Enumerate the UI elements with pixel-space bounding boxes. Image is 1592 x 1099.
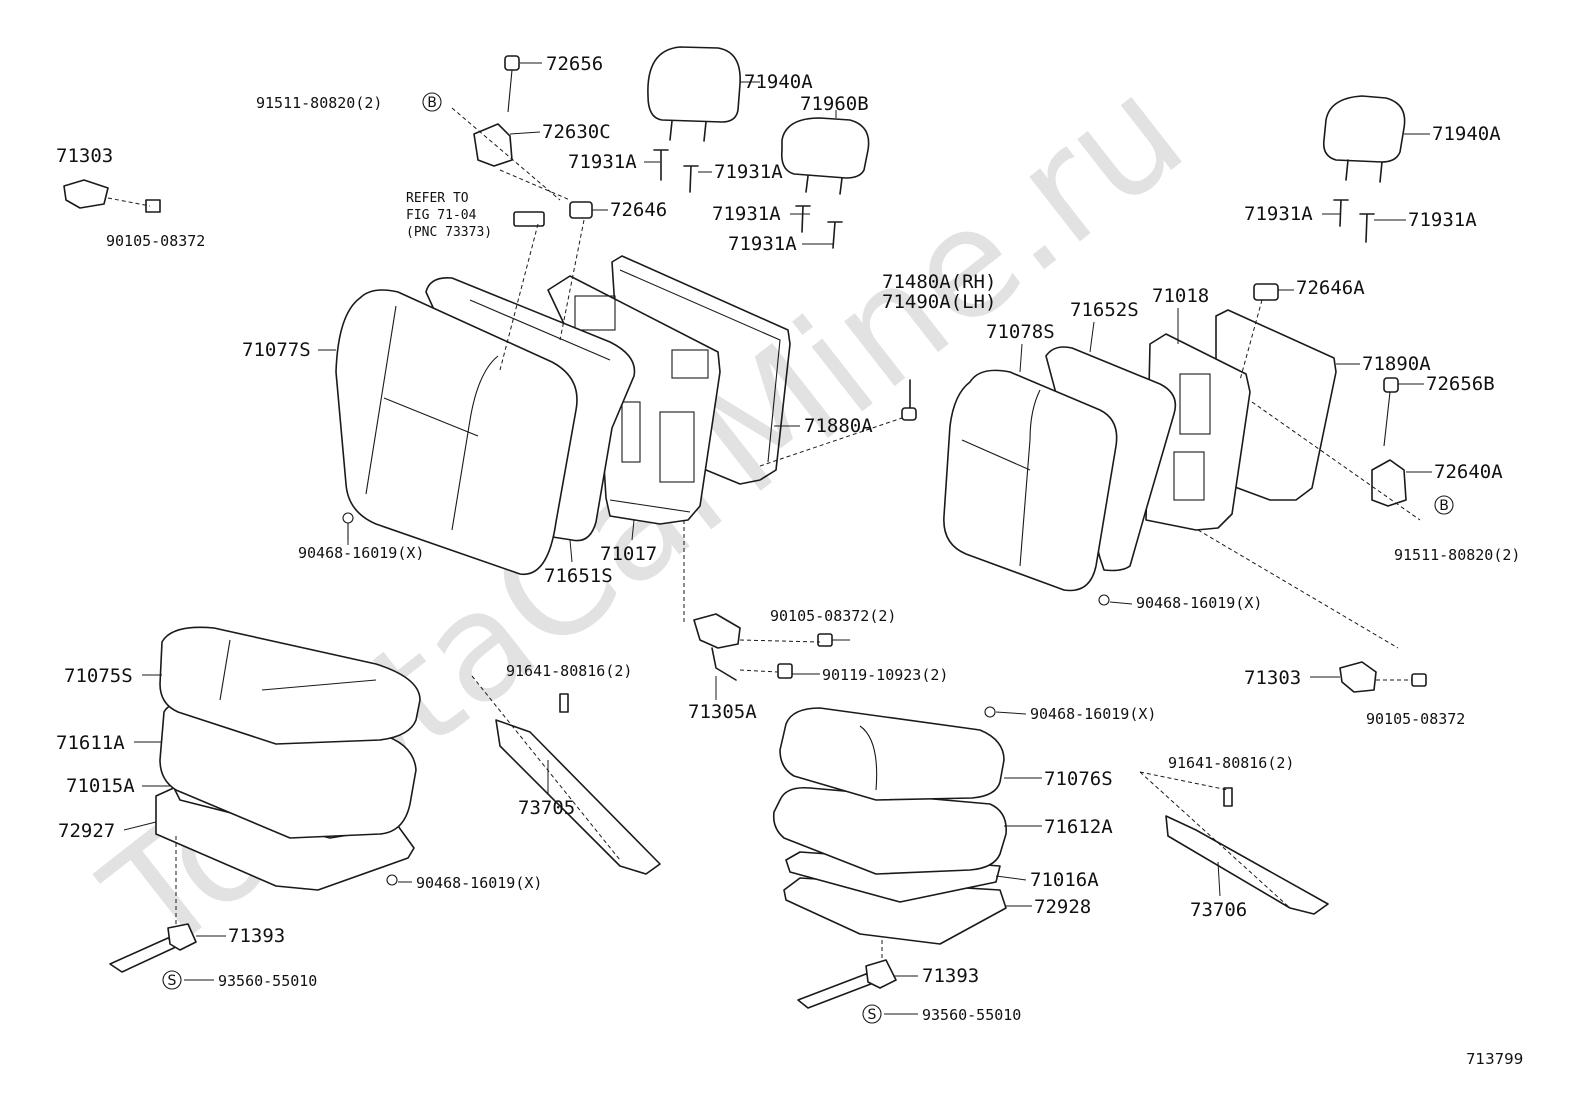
marker-s-left: S [162,970,182,990]
leader-lines [123,62,1432,1015]
label-71077s: 71077S [242,339,311,361]
label-90468-a: 90468-16019(X) [298,544,424,562]
cushion-cover-71075s [159,626,421,745]
refer-note-line2: FIG 71-04 [406,208,477,223]
marker-b-left: B [422,92,442,112]
label-71931a-3: 71931A [712,203,781,225]
label-71016a: 71016A [1030,869,1099,891]
label-71880a: 71880A [804,415,873,437]
label-72640a: 72640A [1434,461,1503,483]
headrest-71940a-left [647,46,741,142]
cushion-cover-71076s [779,707,1005,801]
label-91641-left: 91641-80816(2) [506,662,632,680]
label-71018: 71018 [1152,285,1209,307]
label-90105-left: 90105-08372 [106,232,205,250]
label-90468-b: 90468-16019(X) [1136,594,1262,612]
label-71931a-2: 71931A [714,161,783,183]
label-90468-c: 90468-16019(X) [416,874,542,892]
hinge-71303-left [63,179,161,213]
label-71931a-4: 71931A [728,233,797,255]
svg-text:B: B [1439,498,1449,514]
label-71960b: 71960B [800,93,869,115]
belt-guide-72656 [473,55,520,167]
label-71078s: 71078S [986,321,1055,343]
refer-note-line3: (PNC 73373) [406,225,492,240]
label-93560-left: 93560-55010 [218,972,317,990]
label-91641-right: 91641-80816(2) [1168,754,1294,772]
label-71393-right: 71393 [922,965,979,987]
label-91511-left: 91511-80820(2) [256,94,382,112]
label-73705: 73705 [518,797,575,819]
svg-text:S: S [868,1007,877,1023]
seatback-frame-71018 [1145,333,1251,531]
label-90105-2: 90105-08372(2) [770,607,896,625]
latch-71393-left [109,836,197,973]
label-73706: 73706 [1190,899,1247,921]
label-71017: 71017 [600,543,657,565]
label-71015a: 71015A [66,775,135,797]
label-71931a-5: 71931A [1244,203,1313,225]
refer-note: REFER TO FIG 71-04 (PNC 73373) [406,191,492,240]
label-90119: 90119-10923(2) [822,666,948,684]
label-72928: 72928 [1034,896,1091,918]
label-71931a-6: 71931A [1408,209,1477,231]
seatback-cover-71077s [335,289,578,575]
label-71480a: 71480A(RH) [882,271,996,293]
bolt-71480a [901,379,917,421]
label-90105-right: 90105-08372 [1366,710,1465,728]
bracket-71305a [693,613,833,681]
label-72656b: 72656B [1426,373,1495,395]
rail-73706 [1165,787,1329,915]
svg-text:S: S [168,973,177,989]
label-71940a-right: 71940A [1432,123,1501,145]
guide-lines [107,107,1421,909]
label-71940a-left: 71940A [744,71,813,93]
latch-71393-right [797,940,897,1009]
belt-guide-72656b [1371,377,1407,507]
label-71612a: 71612A [1044,816,1113,838]
label-71393-left: 71393 [228,925,285,947]
label-71651s: 71651S [544,565,613,587]
figure-number: 713799 [1466,1050,1523,1068]
label-71611a: 71611A [56,732,125,754]
label-71490a: 71490A(LH) [882,291,996,313]
seatback-cover-71078s [943,369,1118,592]
label-71303-right: 71303 [1244,667,1301,689]
label-71652s: 71652S [1070,299,1139,321]
label-72927: 72927 [58,820,115,842]
headrest-support-72646a [1253,283,1279,301]
label-71890a: 71890A [1362,353,1431,375]
label-90468-d: 90468-16019(X) [1030,705,1156,723]
label-71303-left: 71303 [56,145,113,167]
headrest-71940a-right [1322,95,1406,183]
label-93560-right: 93560-55010 [922,1006,1021,1024]
svg-text:B: B [427,95,437,111]
label-72630c: 72630C [542,121,611,143]
marker-s-right: S [862,1004,882,1024]
label-71931a-1: 71931A [568,151,637,173]
label-72646a: 72646A [1296,277,1365,299]
label-71076s: 71076S [1044,768,1113,790]
headrest-71960b [780,117,870,195]
label-72656: 72656 [546,53,603,75]
headrest-pins-right [1333,199,1375,243]
clips-90468 [342,512,1110,886]
label-71075s: 71075S [64,665,133,687]
hinge-71303-right [1339,661,1427,693]
part-labels: 72656 71940A 71960B 91511-80820(2) 72630… [56,53,1520,1024]
headrest-support-72646 [513,201,593,227]
label-71305a: 71305A [688,701,757,723]
marker-b-right: B [1434,495,1454,515]
label-91511-right: 91511-80820(2) [1394,546,1520,564]
cushion-pad-71612a [772,786,1007,875]
refer-note-line1: REFER TO [406,191,469,206]
label-72646: 72646 [610,199,667,221]
rail-73705 [471,675,661,875]
